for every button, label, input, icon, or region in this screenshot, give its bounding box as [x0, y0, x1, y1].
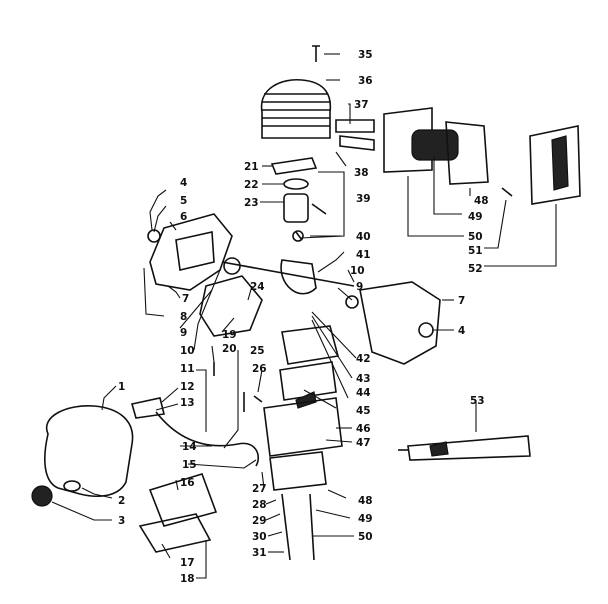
- part-label: 47: [356, 437, 371, 449]
- part-label: 48: [358, 495, 373, 507]
- part-label: 48: [474, 195, 489, 207]
- part-label: 5: [180, 195, 187, 207]
- part-label: 50: [358, 531, 373, 543]
- part-label: 39: [356, 193, 371, 205]
- part-label: 8: [180, 311, 187, 323]
- part-label: 43: [356, 373, 371, 385]
- part-label: 46: [356, 423, 371, 435]
- part-label: 27: [252, 483, 267, 495]
- part-label: 7: [458, 295, 465, 307]
- part-label: 29: [252, 515, 267, 527]
- part-label: 22: [244, 179, 259, 191]
- part-label: 12: [180, 381, 195, 393]
- part-label: 17: [180, 557, 195, 569]
- part-label: 1: [118, 381, 125, 393]
- part-label: 45: [356, 405, 371, 417]
- part-label: 15: [182, 459, 197, 471]
- part-label: 13: [180, 397, 195, 409]
- part-label: 19: [222, 329, 237, 341]
- part-label: 25: [250, 345, 265, 357]
- part-label: 9: [356, 281, 363, 293]
- part-label: 6: [180, 211, 187, 223]
- part-label: 41: [356, 249, 371, 261]
- part-label: 2: [118, 495, 125, 507]
- part-label: 23: [244, 197, 259, 209]
- part-label: 40: [356, 231, 371, 243]
- part-label: 7: [182, 293, 189, 305]
- part-label: 18: [180, 573, 195, 585]
- part-label: 37: [354, 99, 369, 111]
- part-label: 38: [354, 167, 369, 179]
- part-label: 4: [180, 177, 187, 189]
- part-label: 3: [118, 515, 125, 527]
- part-label: 30: [252, 531, 267, 543]
- part-label: 4: [458, 325, 465, 337]
- part-label: 16: [180, 477, 195, 489]
- part-number-labels: 35 36 37 38 21 22 23 39 40 41 10 9 48 49…: [118, 49, 489, 585]
- part-label: 28: [252, 499, 267, 511]
- part-label: 14: [182, 441, 197, 453]
- part-label: 49: [468, 211, 483, 223]
- part-label: 52: [468, 263, 483, 275]
- part-label: 20: [222, 343, 237, 355]
- part-label: 44: [356, 387, 371, 399]
- part-label: 10: [350, 265, 365, 277]
- part-label: 24: [250, 281, 265, 293]
- part-label: 21: [244, 161, 259, 173]
- part-label: 35: [358, 49, 373, 61]
- part-label: 9: [180, 327, 187, 339]
- part-label: 31: [252, 547, 267, 559]
- part-label: 53: [470, 395, 485, 407]
- part-label: 42: [356, 353, 371, 365]
- part-label: 11: [180, 363, 195, 375]
- part-label: 51: [468, 245, 483, 257]
- leader-lines: [51, 53, 557, 579]
- part-label: 50: [468, 231, 483, 243]
- part-shapes: [31, 45, 581, 561]
- part-label: 49: [358, 513, 373, 525]
- part-label: 10: [180, 345, 195, 357]
- part-label: 26: [252, 363, 267, 375]
- part-label: 36: [358, 75, 373, 87]
